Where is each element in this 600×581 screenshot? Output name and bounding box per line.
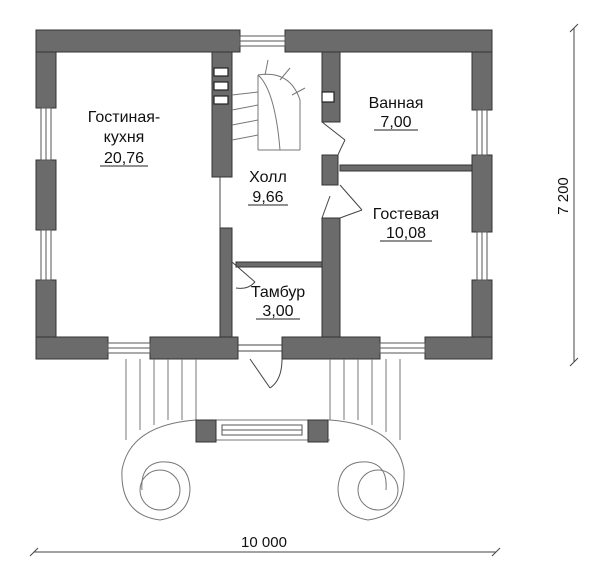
guest-name: Гостевая — [373, 206, 439, 223]
hall-name: Холл — [249, 169, 287, 186]
window-top — [239, 35, 286, 47]
hall-area: 9,66 — [252, 189, 283, 206]
door-bathroom — [321, 121, 346, 156]
window-left-upper — [40, 107, 52, 161]
door-entrance — [249, 358, 283, 389]
living-kitchen-name-2: кухня — [104, 129, 145, 146]
porch-pillars — [195, 419, 329, 443]
porch-window — [221, 424, 303, 436]
window-bottom-left — [107, 342, 151, 354]
bathroom-name: Ванная — [369, 95, 424, 112]
bathroom-area: 7,00 — [380, 114, 411, 131]
door-vestibule-inner — [231, 261, 256, 289]
porch — [121, 359, 405, 521]
window-right-upper — [476, 109, 488, 156]
staircase — [231, 59, 306, 151]
window-bottom-right — [379, 342, 426, 354]
window-right-lower — [476, 231, 488, 281]
windows — [40, 35, 488, 354]
dimension-lines — [29, 23, 579, 557]
vestibule-area: 3,00 — [262, 303, 293, 320]
room-labels: Гостиная- кухня 20,76 Ванная 7,00 Холл 9… — [88, 95, 439, 320]
vestibule-name: Тамбур — [251, 284, 305, 301]
doors — [219, 121, 363, 389]
door-guest — [339, 184, 363, 219]
living-kitchen-name-1: Гостиная- — [88, 109, 160, 126]
guest-area: 10,08 — [386, 225, 426, 242]
height-dimension: 7 200 — [555, 177, 572, 215]
living-kitchen-area: 20,76 — [104, 150, 144, 167]
window-left-lower — [40, 229, 52, 281]
width-dimension: 10 000 — [241, 534, 287, 551]
vent-blocks — [213, 67, 335, 105]
exterior-walls — [35, 29, 493, 360]
